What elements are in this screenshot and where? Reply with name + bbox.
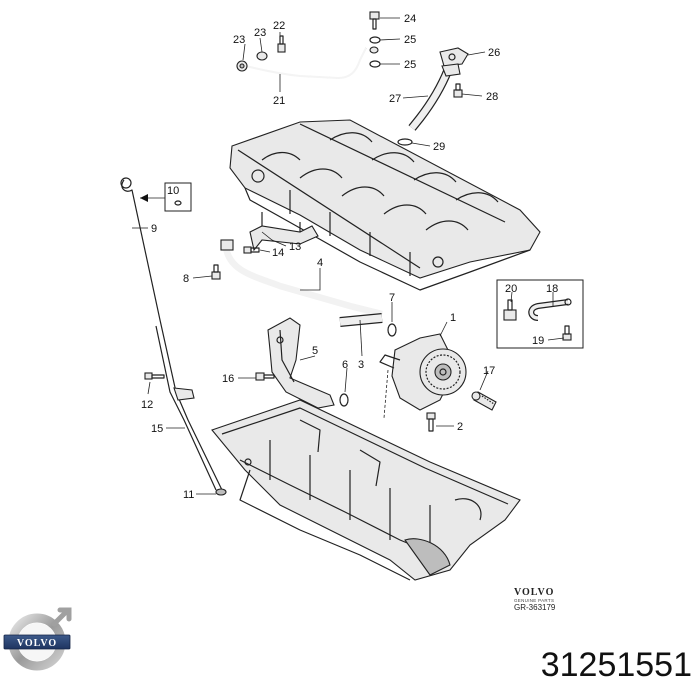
callout-17: 17 [483,365,495,377]
callout-28: 28 [486,91,498,103]
brand-block: VOLVO GENUINE PARTS GR-363179 [514,587,614,612]
callout-26: 26 [488,47,500,59]
bolt-2 [426,412,436,432]
seal-25c [369,60,381,68]
fitting-20 [503,299,517,321]
callout-23b: 23 [254,27,266,39]
dipstick-9 [120,177,223,491]
callout-15: 15 [151,423,163,435]
detail-box-10 [164,182,192,212]
engine-block-bedplate [229,119,541,291]
part-17 [471,391,497,411]
bolt-16 [255,372,275,381]
bolt-14 [243,246,260,254]
callout-13: 13 [289,241,301,253]
seal-7 [387,323,397,337]
callout-16: 16 [222,373,234,385]
bolt-24 [369,11,380,30]
callout-22: 22 [273,20,285,32]
oil-pan [211,399,521,581]
part-number: 31251551 [540,646,692,684]
pipe-3 [339,313,383,327]
callout-19: 19 [532,335,544,347]
callout-20: 20 [505,283,517,295]
callout-12: 12 [141,399,153,411]
callout-18: 18 [546,283,558,295]
callout-7: 7 [389,292,395,304]
callout-8: 8 [183,273,189,285]
fitting-23b [256,51,268,61]
fitting-25b [369,46,379,54]
dipstick-tube-15 [155,325,217,491]
seal-11 [215,488,227,496]
callout-labels: 1 2 3 4 5 6 7 8 9 10 11 12 13 14 15 16 1… [141,13,558,501]
callout-23a: 23 [233,34,245,46]
callout-5: 5 [312,345,318,357]
volvo-logo: VOLVO [3,607,72,671]
pipe-27 [408,63,461,131]
callout-2: 2 [457,421,463,433]
seal-29 [397,138,413,146]
leader-lines [132,17,565,495]
bolt-8 [211,264,221,280]
callout-10: 10 [167,185,179,197]
fitting-23a [236,60,248,72]
pipe-18 [528,298,572,321]
bolt-28 [453,83,463,98]
bolt-22 [277,35,286,53]
bracket-5 [267,317,335,409]
flange-26 [439,47,469,67]
oil-pump [379,333,467,411]
pipe-21 [245,47,367,80]
callout-25b: 25 [404,59,416,71]
callout-3: 3 [358,359,364,371]
callout-24: 24 [404,13,416,25]
brand-name: VOLVO [514,587,555,598]
bolt-12 [144,372,165,380]
diagram-reference: GR-363179 [514,603,556,612]
volvo-logo-text: VOLVO [17,638,57,649]
brand-subtitle: GENUINE PARTS [514,598,555,603]
callout-29: 29 [433,141,445,153]
bolt-19 [562,325,572,341]
callout-25a: 25 [404,34,416,46]
callout-4: 4 [317,257,323,269]
callout-1: 1 [450,312,456,324]
seal-6 [339,393,349,407]
callout-6: 6 [342,359,348,371]
callout-27: 27 [389,93,401,105]
callout-11: 11 [183,489,194,501]
bracket-13 [249,212,319,252]
seal-25a [369,36,381,44]
detail-box-18-19-20 [496,279,584,349]
callout-14: 14 [272,247,284,259]
oil-pipe-4 [220,239,383,318]
callout-9: 9 [151,223,157,235]
callout-21: 21 [273,95,285,107]
